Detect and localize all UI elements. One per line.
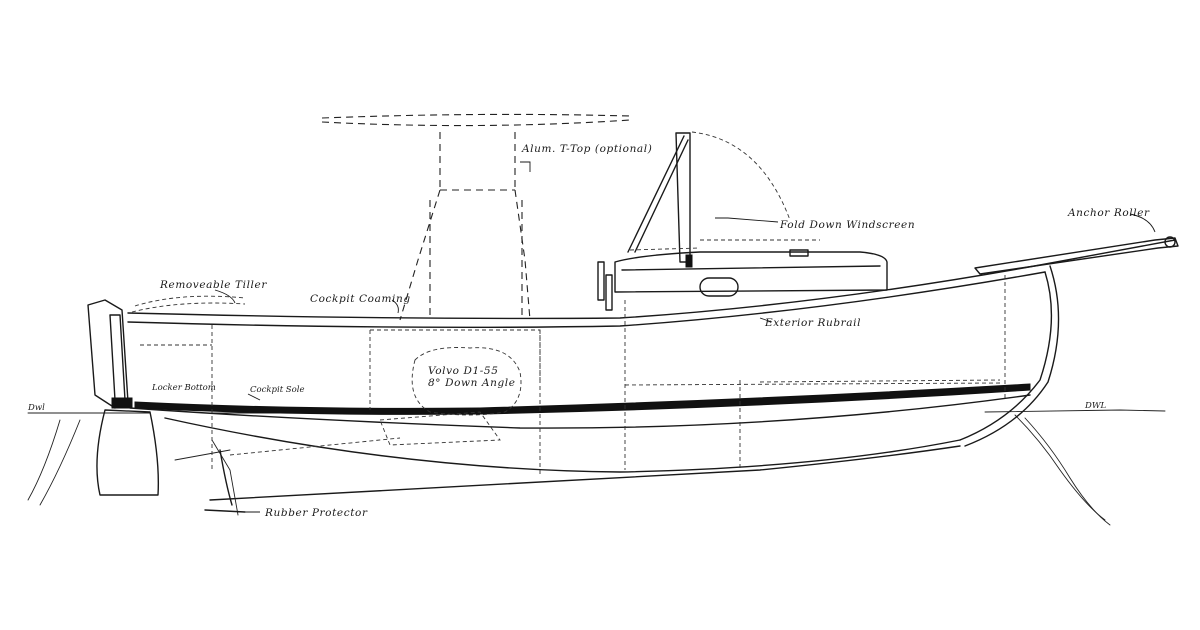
interior-dashed	[140, 275, 1006, 475]
label-t-top: Alum. T-Top (optional)	[521, 143, 652, 155]
hull	[87, 236, 1179, 501]
label-engine-angle: 8° Down Angle	[428, 377, 516, 389]
label-cockpit-sole: Cockpit Sole	[250, 385, 305, 395]
label-locker-bottom: Locker Bottom	[151, 383, 216, 393]
label-cockpit-coaming: Cockpit Coaming	[310, 293, 411, 305]
windscreen	[627, 131, 791, 268]
label-dwl-fwd: DWL	[1084, 401, 1107, 411]
cabin	[597, 239, 888, 311]
label-removeable-tiller: Removeable Tiller	[159, 279, 267, 291]
tiller	[131, 295, 246, 313]
leaders	[214, 161, 1156, 513]
label-exterior-rubrail: Exterior Rubrail	[764, 317, 861, 329]
label-anchor-roller: Anchor Roller	[1067, 207, 1150, 219]
label-dwl-aft: Dwl	[27, 403, 45, 413]
label-engine: Volvo D1-55	[428, 365, 499, 377]
label-windscreen: Fold Down Windscreen	[779, 219, 915, 231]
rudder	[96, 409, 401, 516]
t-top	[321, 113, 631, 321]
label-rubber-protector: Rubber Protector	[264, 507, 368, 519]
